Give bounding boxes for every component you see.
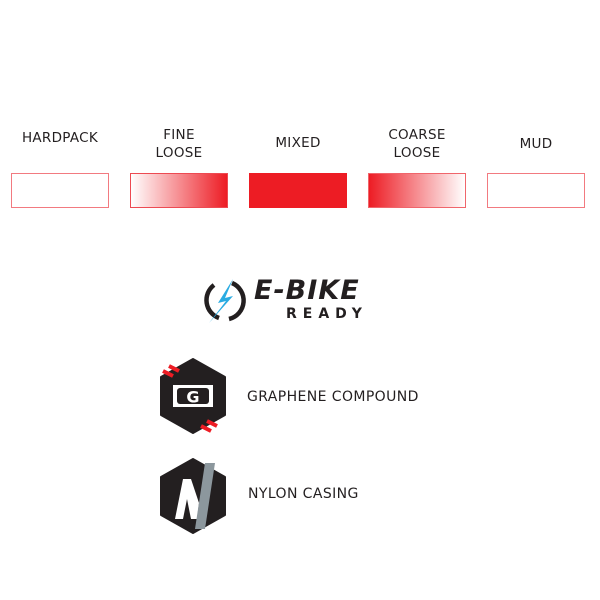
terrain-label: MUD — [519, 136, 553, 152]
ebike-subtitle: READY — [286, 306, 368, 322]
terrain-level-bar — [249, 173, 347, 208]
terrain-label: FINE — [163, 127, 195, 143]
graphene-g-hexagon-icon: G — [160, 358, 226, 434]
terrain-label: LOOSE — [393, 145, 441, 161]
ebike-title: E-BIKE — [254, 275, 360, 306]
terrain-label: LOOSE — [155, 145, 203, 161]
feature-label-nylon: NYLON CASING — [248, 486, 359, 502]
ebike-ready-badge: E-BIKE READY — [200, 276, 400, 326]
lightning-bolt-icon — [204, 279, 246, 323]
svg-text:G: G — [186, 388, 199, 407]
terrain-label: MIXED — [275, 135, 321, 151]
nylon-n-hexagon-icon — [160, 458, 226, 534]
terrain-level-bar — [487, 173, 585, 208]
terrain-label: HARDPACK — [21, 130, 99, 146]
terrain-label: COARSE — [388, 127, 446, 143]
terrain-level-bar — [130, 173, 228, 208]
feature-label-graphene: GRAPHENE COMPOUND — [247, 389, 419, 405]
terrain-level-bar — [11, 173, 109, 208]
terrain-level-bar — [368, 173, 466, 208]
